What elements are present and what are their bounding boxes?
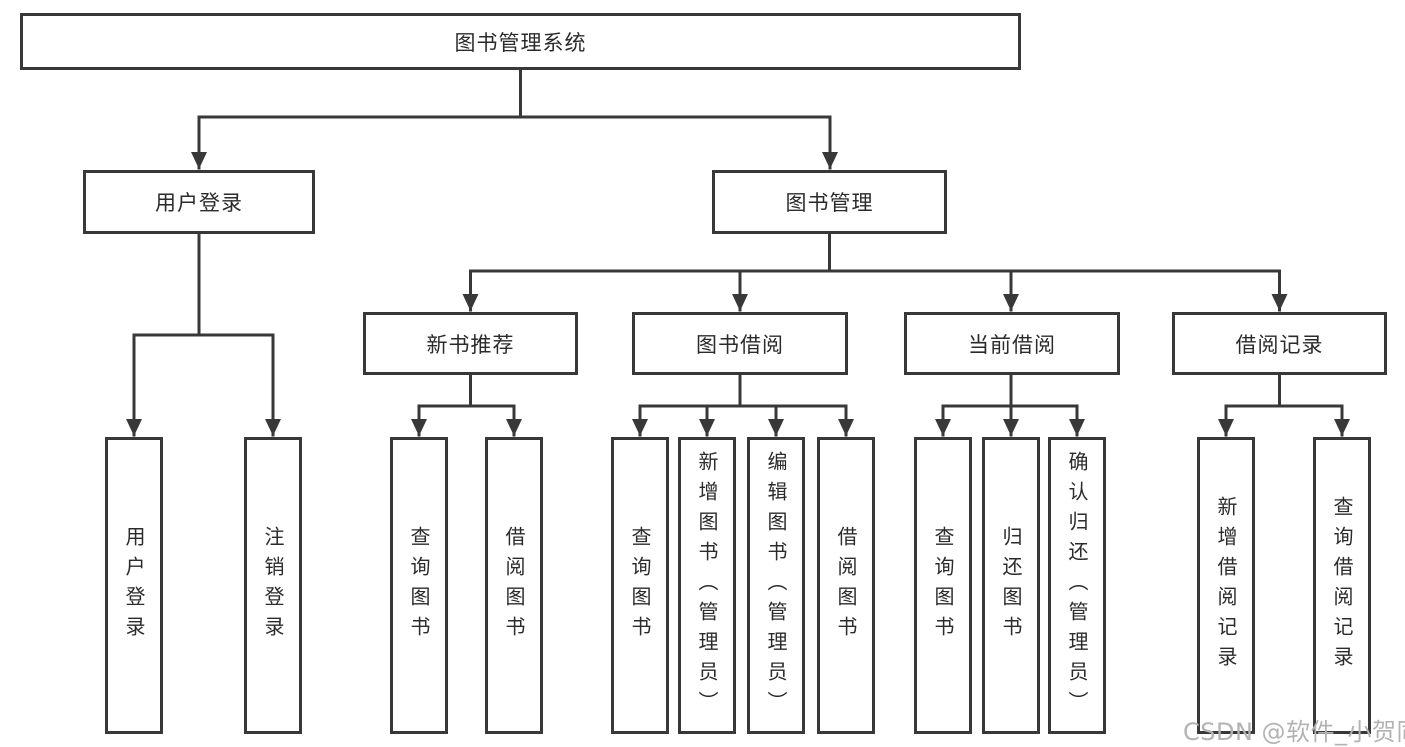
node-library-management-system: 图书管理系统	[20, 13, 1021, 70]
edge-borrowing-records-trunk	[1224, 373, 1344, 408]
leaf-current-return-books: 归还图书	[982, 437, 1040, 734]
node-user-login: 用户登录	[83, 170, 315, 234]
leaf-borrowing-query-books: 查询图书	[611, 437, 669, 734]
leaf-records-add-borrow-record: 新增借阅记录	[1197, 437, 1255, 734]
leaf-new-book-query-books: 查询图书	[390, 437, 448, 734]
leaf-current-query-books: 查询图书	[914, 437, 972, 734]
csdn-watermark: CSDN @软件_小贺同学	[1183, 718, 1405, 746]
edge-user-login-trunk	[132, 232, 275, 337]
node-book-borrowing: 图书借阅	[632, 312, 848, 375]
leaf-borrowing-add-books-admin: 新增图书（管理员）	[678, 437, 736, 734]
node-current-borrowing: 当前借阅	[904, 312, 1120, 375]
leaf-user-login: 用户登录	[105, 437, 163, 734]
node-book-management: 图书管理	[712, 170, 947, 234]
leaf-records-query-borrow-record: 查询借阅记录	[1313, 437, 1371, 734]
leaf-new-book-borrow-books: 借阅图书	[485, 437, 543, 734]
edge-current-borrowing-trunk	[941, 373, 1079, 408]
edge-book-management-trunk	[469, 232, 1281, 273]
leaf-logout: 注销登录	[244, 437, 302, 734]
edge-root-trunk	[197, 67, 832, 119]
leaf-current-confirm-return-admin: 确认归还（管理员）	[1048, 437, 1106, 734]
node-borrowing-records: 借阅记录	[1172, 312, 1387, 375]
leaf-borrowing-edit-books-admin: 编辑图书（管理员）	[747, 437, 805, 734]
leaf-borrowing-borrow-books: 借阅图书	[817, 437, 875, 734]
node-new-book-recommendation: 新书推荐	[363, 312, 578, 375]
edge-book-borrowing-trunk	[638, 373, 848, 408]
edge-new-book-trunk	[417, 373, 516, 408]
